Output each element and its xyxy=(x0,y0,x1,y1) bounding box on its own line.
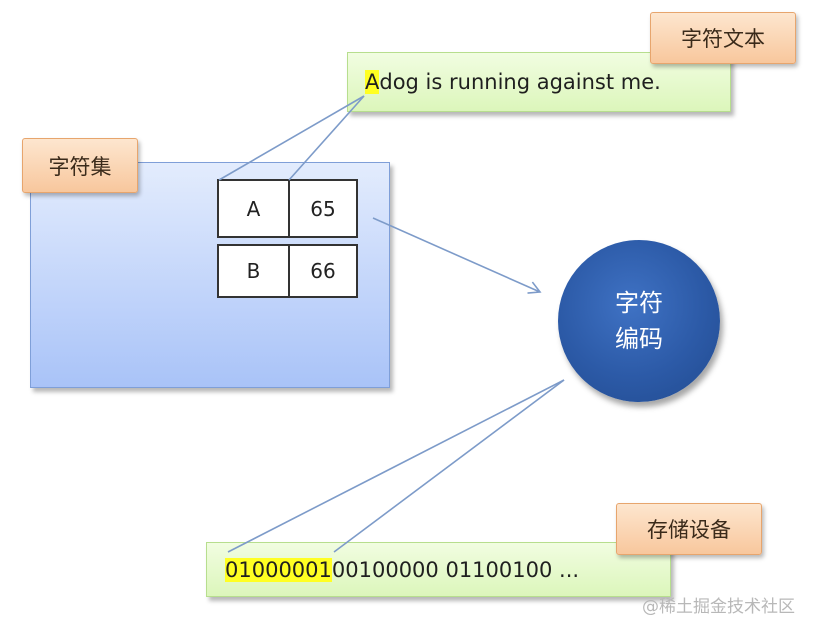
line-encoding-to-bits-right xyxy=(333,379,565,553)
watermark: @稀土掘金技术社区 xyxy=(642,597,795,617)
encoding-circle: 字符 编码 xyxy=(558,240,720,402)
table-cell-char-b: B xyxy=(217,244,290,298)
character-text-bar: A dog is running against me. xyxy=(347,52,731,112)
arrow-table-to-encoding xyxy=(372,217,542,294)
table-cell-char-a: A xyxy=(217,179,290,238)
text-rest: dog is running against me. xyxy=(379,70,661,94)
storage-bar: 01000001 00100000 01100100 ... xyxy=(206,542,671,597)
charset-tag: 字符集 xyxy=(22,138,138,193)
table-cell-code-66: 66 xyxy=(288,244,358,298)
encoding-label-line1: 字符 xyxy=(615,289,663,317)
encoding-label-line2: 编码 xyxy=(615,325,663,353)
storage-device-tag: 存储设备 xyxy=(616,503,762,555)
character-text-tag: 字符文本 xyxy=(650,12,796,64)
line-encoding-to-bits-left xyxy=(227,379,565,553)
highlighted-char: A xyxy=(365,70,380,94)
bits-rest: 00100000 01100100 ... xyxy=(331,557,580,582)
table-cell-code-65: 65 xyxy=(288,179,358,238)
highlighted-bits: 01000001 xyxy=(225,557,332,582)
